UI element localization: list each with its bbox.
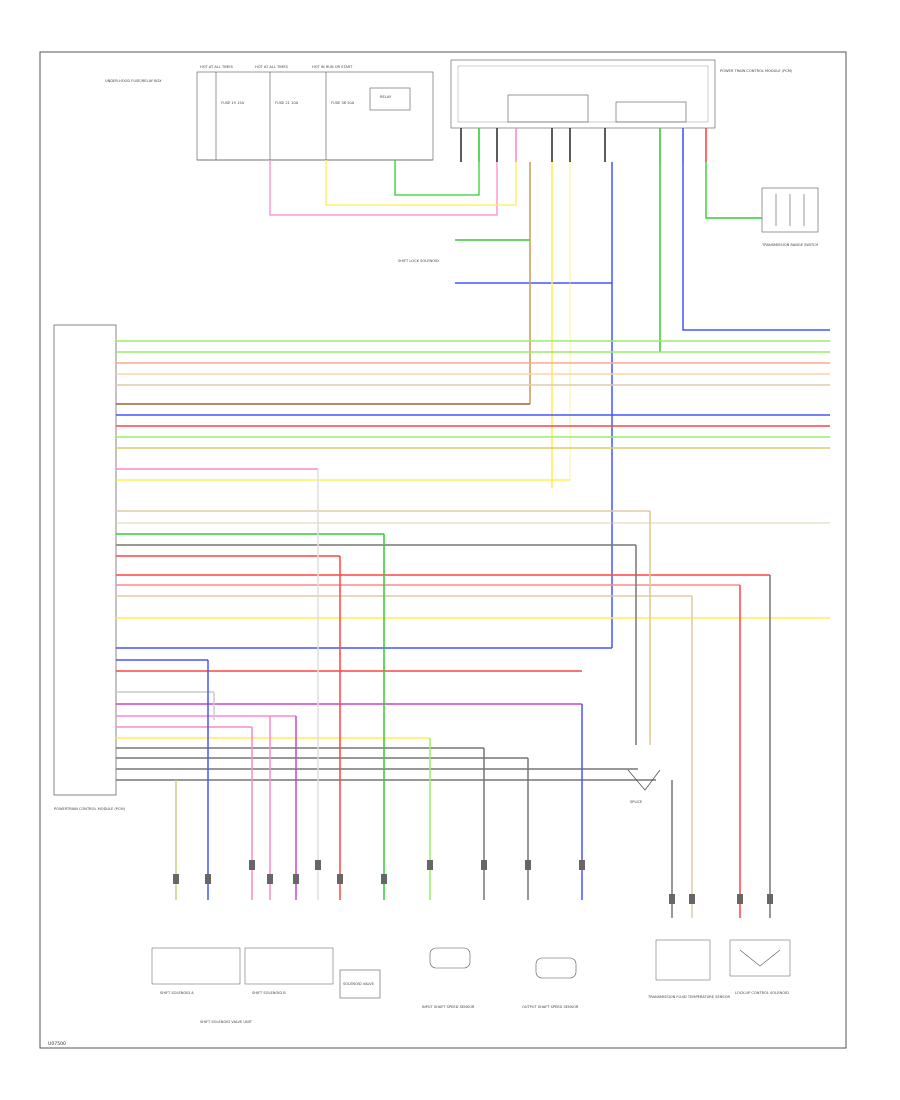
solenoid-valve-label: SOLENOID VALVE [343, 982, 375, 986]
right-top-label: POWER TRAIN CONTROL MODULE (PCM) [720, 69, 793, 73]
input-speed-sensor-label: INPUT SHAFT SPEED SENSOR [422, 1005, 475, 1009]
valve-unit-label: SHIFT SOLENOID VALVE UNIT [200, 1020, 253, 1024]
top-connect-wires [269, 160, 517, 216]
solenoid-valve [339, 969, 381, 999]
connector-markers [173, 860, 773, 904]
fuse-relay-box: UNDER-HOOD FUSE/RELAY BOX HOT AT ALL TIM… [105, 65, 434, 161]
output-speed-sensor-label: OUTPUT SHAFT SPEED SENSOR [522, 1005, 579, 1009]
pcm-box: POWERTRAIN CONTROL MODULE (PCM) [53, 324, 126, 811]
lockup-solenoid-label: LOCK-UP CONTROL SOLENOID [735, 991, 789, 995]
footer-code: U07500 [48, 1041, 66, 1047]
left-box-label: UNDER-HOOD FUSE/RELAY BOX [105, 79, 162, 83]
diagram-frame [39, 51, 847, 1049]
fluid-temp-sensor [655, 939, 711, 981]
splice-label: SPLICE [630, 800, 643, 804]
fluid-temp-sensor-label: TRANSMISSION FLUID TEMPERATURE SENSOR [647, 995, 731, 999]
bottom-components: SHIFT SOLENOID A SHIFT SOLENOID B SOLENO… [151, 939, 791, 1024]
fuse-3-label: FUSE 36 10A [331, 101, 355, 105]
range-switch-label: TRANSMISSION RANGE SWITCH [761, 243, 819, 247]
fuse-2-label: FUSE 21 10A [275, 101, 299, 105]
fuse-1-label: FUSE 19 15A [221, 101, 245, 105]
fuse-1-title: HOT AT ALL TIMES [200, 65, 234, 69]
relay-box [369, 87, 411, 111]
top-right-module: POWER TRAIN CONTROL MODULE (PCM) [450, 59, 793, 129]
output-speed-sensor [535, 957, 577, 979]
shift-lock-label: SHIFT LOCK SOLENOID [398, 259, 439, 263]
pcm-label: POWERTRAIN CONTROL MODULE (PCM) [54, 807, 126, 811]
shift-solenoid-b-label: SHIFT SOLENOID B [252, 991, 286, 995]
relay-label: RELAY [380, 95, 392, 99]
range-switch: TRANSMISSION RANGE SWITCH [705, 162, 819, 247]
top-pin-wires [460, 128, 707, 162]
fuse-3-title: HOT IN RUN OR START [312, 65, 353, 69]
shift-solenoid-b [244, 947, 334, 985]
fuse-2-title: HOT AT ALL TIMES [255, 65, 289, 69]
vertical-wires [529, 162, 830, 648]
splice: SPLICE [627, 769, 661, 804]
lockup-solenoid [729, 939, 791, 977]
shift-lock-wires: SHIFT LOCK SOLENOID [398, 239, 612, 284]
drop-wires [175, 469, 771, 918]
horizontal-wires [116, 340, 830, 781]
input-speed-sensor [429, 947, 471, 969]
shift-solenoid-a [151, 947, 241, 985]
shift-solenoid-a-label: SHIFT SOLENOID A [160, 991, 194, 995]
